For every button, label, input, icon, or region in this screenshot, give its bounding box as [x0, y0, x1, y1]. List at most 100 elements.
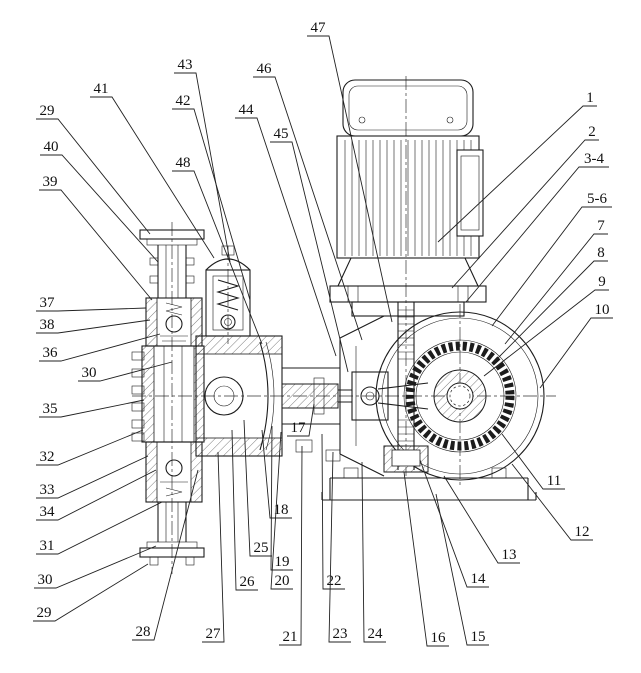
worm-shaft [397, 302, 415, 470]
callout-label-29: 29 [37, 605, 52, 621]
callout-leader-45 [270, 141, 349, 373]
valve-spring [216, 279, 240, 311]
callout-leader-28 [132, 469, 199, 641]
gear-shaft-bore [446, 382, 474, 410]
electric-motor [329, 79, 487, 303]
callout-label-32: 32 [40, 449, 55, 465]
callout-leader-35 [39, 399, 145, 418]
callout-label-30: 30 [38, 572, 53, 588]
callouts-layer: 4746434442454148294039123-45-67891011121… [33, 20, 613, 647]
callout-label-35: 35 [43, 401, 58, 417]
callout-label-19: 19 [275, 554, 290, 570]
flange-bolt [347, 285, 359, 303]
callout-leader-17 [287, 403, 315, 437]
callout-leader-41 [90, 96, 215, 259]
gear-housing [339, 301, 545, 481]
callout-leader-43 [174, 72, 231, 263]
callout-label-26: 26 [240, 574, 256, 590]
relief-valve [205, 245, 251, 337]
callout-label-20: 20 [275, 573, 290, 589]
callout-label-8: 8 [597, 245, 605, 261]
worm-threads [398, 309, 414, 442]
callout-leader-19 [270, 425, 293, 571]
callout-leader-16 [403, 471, 449, 647]
motor-top-cap [342, 79, 474, 137]
callout-label-34: 34 [40, 504, 56, 520]
callout-label-15: 15 [471, 629, 486, 645]
callout-label-21: 21 [283, 629, 298, 645]
worm-wheel-teeth [405, 341, 515, 451]
base-plate [321, 467, 537, 501]
pump-head [131, 229, 205, 566]
callout-label-41: 41 [94, 81, 109, 97]
callout-label-1: 1 [586, 90, 594, 106]
callout-leader-10 [539, 317, 613, 389]
callout-leader-25 [243, 419, 272, 557]
callout-label-18: 18 [274, 502, 289, 518]
diaphragm-section [195, 335, 352, 462]
callout-label-44: 44 [239, 102, 255, 118]
callout-leader-26 [231, 429, 258, 591]
callout-label-5-6: 5-6 [587, 191, 607, 207]
callout-label-27: 27 [206, 626, 222, 642]
callout-leader-18 [261, 429, 292, 519]
callout-label-47: 47 [311, 20, 327, 36]
callout-label-17: 17 [291, 420, 307, 436]
motor-cap-bolt [358, 116, 366, 124]
callout-leader-32 [36, 429, 144, 466]
callout-leader-12 [511, 463, 593, 541]
suction-pipe [157, 502, 187, 542]
motor-cap-bolt [446, 116, 454, 124]
housing-outer-wall [375, 311, 545, 481]
callout-leader-30 [34, 545, 157, 589]
callout-label-40: 40 [44, 139, 59, 155]
callout-label-12: 12 [575, 524, 590, 540]
callout-leader-39 [39, 189, 153, 301]
callout-label-16: 16 [431, 630, 447, 646]
callout-leader-31 [36, 501, 163, 555]
valve-dome-cap [205, 258, 251, 271]
callout-leader-42 [172, 108, 251, 301]
callout-leader-23 [328, 451, 351, 643]
callout-label-46: 46 [257, 61, 273, 77]
callout-label-43: 43 [178, 57, 193, 73]
callout-label-24: 24 [368, 626, 384, 642]
callout-leader-29 [33, 563, 149, 622]
base-bolt [491, 467, 507, 479]
drain-plug [295, 439, 313, 453]
callout-label-25: 25 [254, 540, 269, 556]
callout-label-2: 2 [588, 124, 596, 140]
callout-leader-7 [504, 233, 608, 345]
callout-label-22: 22 [327, 573, 342, 589]
plunger [281, 383, 339, 409]
callout-label-30: 30 [82, 365, 97, 381]
callout-label-38: 38 [40, 317, 55, 333]
callout-label-9: 9 [598, 274, 606, 290]
callout-leader-11 [501, 433, 565, 490]
callout-leader-38 [36, 319, 151, 334]
callout-label-29: 29 [40, 103, 55, 119]
callout-leader-37 [36, 307, 147, 312]
crosshead [351, 371, 389, 421]
callout-leader-46 [253, 76, 363, 341]
wrist-pin [360, 386, 380, 406]
callout-leader-29 [36, 118, 151, 235]
callout-leader-40 [40, 154, 159, 263]
callout-leader-1 [437, 105, 597, 243]
head-stud [131, 385, 145, 395]
callout-label-3-4: 3-4 [584, 151, 604, 167]
callout-label-39: 39 [43, 174, 58, 190]
callout-leader-2 [451, 139, 599, 289]
callout-leader-30 [78, 361, 173, 382]
callout-leader-22 [321, 433, 345, 590]
head-stud [131, 419, 145, 429]
valve-ball [165, 315, 183, 333]
head-stud [131, 351, 145, 361]
motor-mounting-flange [329, 285, 487, 303]
callout-leader-34 [36, 469, 157, 521]
callout-leader-13 [443, 475, 520, 564]
callout-label-10: 10 [595, 302, 610, 318]
callout-leader-9 [483, 289, 609, 377]
